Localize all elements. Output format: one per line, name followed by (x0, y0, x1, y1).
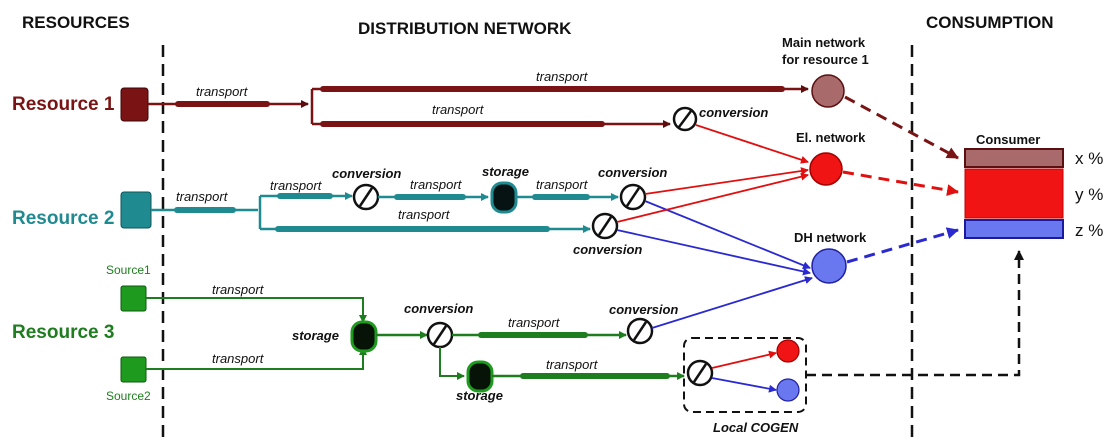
r2-upper-transport-pipe (277, 193, 333, 199)
r2-lower-transport-pipe (275, 226, 550, 232)
el-network-label: El. network (796, 130, 866, 145)
consumer-share-y (964, 168, 1064, 219)
r3-source1-link (146, 297, 367, 323)
main-network-label-line1: Main network (782, 35, 866, 50)
r3-source2-link (146, 347, 367, 370)
r3-lower-transport-label: transport (546, 357, 599, 372)
el-network-to-consumer (842, 170, 959, 197)
r3-conversion-1-label: conversion (404, 301, 473, 316)
r2-conversion-1-icon (352, 183, 380, 211)
r2-upper-transport-label: transport (270, 178, 323, 193)
source-2-label: Source2 (106, 389, 151, 403)
resource-2-label: Resource 2 (12, 208, 114, 229)
r1-top-transport-label: transport (536, 69, 589, 84)
r2-storage-node (490, 181, 518, 214)
main-network-label-line2: for resource 1 (782, 52, 869, 67)
resource-2-group: Resource 2 transport transport conversio… (12, 164, 811, 276)
main-network-to-consumer (844, 95, 959, 160)
r1-transport-label: transport (196, 84, 249, 99)
resource-1-node (120, 87, 149, 122)
dh-network-label: DH network (794, 230, 867, 245)
r3-source2-transport-label: transport (212, 351, 265, 366)
r2-transport-label: transport (176, 189, 229, 204)
r1-conversion-icon (672, 106, 698, 132)
cogen-el-node (776, 339, 800, 363)
resource-1-label: Resource 1 (12, 94, 115, 115)
r2-conversion-3-icon (591, 212, 619, 240)
local-cogen-group: Local COGEN (683, 250, 1024, 435)
r2-lower-transport-label: transport (398, 207, 451, 222)
consumer-share-z (964, 219, 1064, 239)
r3-source1-transport-label: transport (212, 282, 265, 297)
r1-top-transport-pipe (320, 86, 785, 92)
resource-1-group: Resource 1 transport transport transport… (12, 69, 809, 164)
consumer-x-percent: x % (1075, 149, 1103, 168)
r3-upper-transport-pipe (478, 332, 588, 338)
r3-conversion-1-icon (426, 321, 454, 349)
consumer-z-percent: z % (1075, 221, 1103, 240)
r3-storage-2-label: storage (456, 388, 503, 403)
r2-conversion-3-label: conversion (573, 242, 642, 257)
r3-conversion-2-label: conversion (609, 302, 678, 317)
header-resources: RESOURCES (22, 13, 130, 32)
r2-mid-transport-pipe (394, 194, 466, 200)
source-1-node (120, 285, 147, 312)
r3-storage-2-node (466, 360, 494, 393)
resource-2-node (120, 191, 152, 229)
resource-3-group: Source1 Resource 3 Source2 transport tra… (12, 263, 813, 403)
r1-transport-pipe (175, 101, 270, 107)
r2-conversion-2-icon (619, 183, 647, 211)
r3-lower-path (439, 347, 465, 380)
r3-conv2-to-dh (651, 276, 813, 329)
networks-group: Main network for resource 1 El. network … (782, 35, 869, 284)
cogen-to-el (711, 350, 777, 369)
r2-conversion-1-label: conversion (332, 166, 401, 181)
consumer-y-percent: y % (1075, 185, 1103, 204)
main-network-node (811, 74, 845, 108)
r3-lower-transport-pipe (520, 373, 670, 379)
source-1-label: Source1 (106, 263, 151, 277)
r2-conv3-to-dh (616, 229, 811, 276)
r3-storage-1-label: storage (292, 328, 339, 343)
consumer-group: Consumer x % y % z % (964, 132, 1103, 240)
consumer-share-x (964, 148, 1064, 168)
el-network-node (809, 152, 843, 186)
r2-conv2-to-el (644, 167, 809, 195)
header-consumption: CONSUMPTION (926, 13, 1054, 32)
consumer-title: Consumer (976, 132, 1040, 147)
r1-bottom-transport-label: transport (432, 102, 485, 117)
resource-3-label: Resource 3 (12, 322, 114, 343)
r1-bottom-transport-pipe (320, 121, 605, 127)
dh-network-node (811, 248, 847, 284)
cogen-to-dh (711, 377, 777, 393)
header-distribution-network: DISTRIBUTION NETWORK (358, 19, 572, 38)
r1-conv-to-el (695, 124, 809, 164)
r2-storage-transport-label: transport (536, 177, 589, 192)
cogen-label: Local COGEN (713, 420, 799, 435)
r2-transport-pipe (174, 207, 236, 213)
dh-network-to-consumer (846, 227, 959, 264)
cogen-dh-node (776, 378, 800, 402)
r3-upper-transport-label: transport (508, 315, 561, 330)
r1-conversion-label: conversion (699, 105, 768, 120)
r2-conversion-2-label: conversion (598, 165, 667, 180)
r2-mid-transport-label: transport (410, 177, 463, 192)
cogen-conversion-icon (686, 359, 714, 387)
r3-storage-1-node (350, 320, 378, 353)
r2-storage-label: storage (482, 164, 529, 179)
r2-storage-transport-pipe (532, 194, 590, 200)
r3-conversion-2-icon (626, 317, 654, 345)
r2-conv2-to-dh (644, 200, 811, 270)
r2-conv3-to-el (616, 172, 809, 223)
source-2-node (120, 356, 147, 383)
cogen-to-consumer-link (806, 250, 1024, 377)
